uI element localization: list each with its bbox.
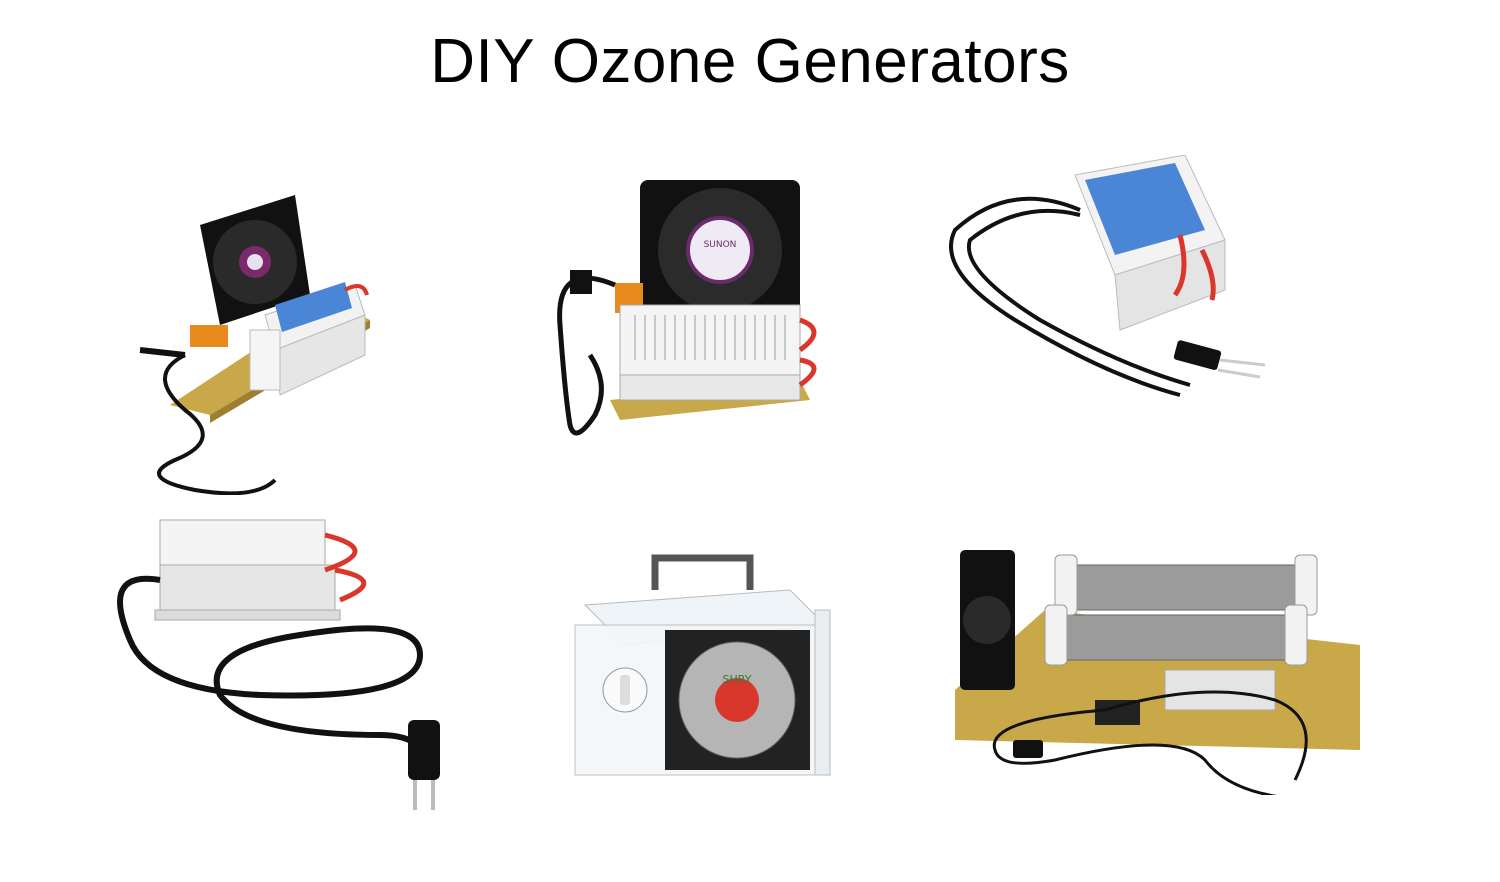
fan-brand-label: SHRY: [723, 673, 752, 686]
product-photo-fan-blue-plate: [139, 195, 370, 495]
page-title: DIY Ozone Generators: [430, 27, 1070, 96]
fan-icon: SUNON: [640, 180, 800, 315]
product-photo-sunon-fan-white-plate: SUNON: [557, 180, 817, 436]
product-photo-acrylic-case: SHRY: [574, 554, 831, 776]
fan-icon: [960, 550, 1015, 690]
product-photo-white-ceramic-cord: [117, 519, 440, 810]
fan-brand-label: SUNON: [704, 240, 737, 250]
product-photo-blue-ceramic-cord: [949, 155, 1266, 397]
fan-icon: SHRY: [665, 630, 810, 770]
product-photo-dual-tube: [955, 550, 1360, 795]
fan-icon: [200, 195, 310, 325]
